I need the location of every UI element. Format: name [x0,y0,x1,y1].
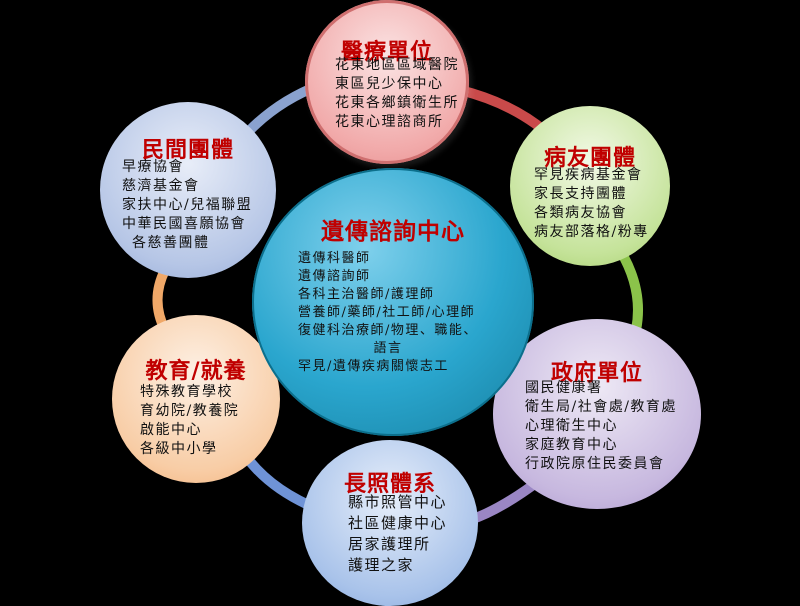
list-item: 居家護理所 [348,535,431,553]
list-item: 國民健康署 [525,380,603,396]
list-item: 護理之家 [348,556,415,574]
list-item: 罕見疾病基金會 [534,167,643,183]
list-item: 罕見/遺傳疾病關懷志工 [298,359,449,374]
node-title: 長照體系 [343,471,436,497]
list-item: 花東心理諮商所 [335,114,444,130]
list-item: 特殊教育學校 [140,384,233,400]
list-item: 社區健康中心 [348,514,448,532]
node-title: 政府單位 [550,360,643,386]
list-item: 早療協會 [122,159,184,175]
list-item: 各慈善團體 [132,235,210,251]
center-item-list: 遺傳科醫師 遺傳諮詢師 各科主治醫師/護理師 營養師/藥師/社工師/心理師 復健… [298,250,478,376]
list-item: 啟能中心 [140,422,202,438]
node-title: 病友團體 [543,145,636,171]
list-item: 家扶中心/兒福聯盟 [122,197,253,213]
node-item-list: 縣市照管中心 社區健康中心 居家護理所 護理之家 [348,492,447,576]
list-item: 家長支持團體 [534,186,627,202]
node-patient-groups: 病友團體 罕見疾病基金會 家長支持團體 各類病友協會 病友部落格/粉專 [510,106,670,266]
list-item: 遺傳諮詢師 [298,269,371,284]
list-item: 復健科治療師/物理、職能、 [298,323,478,338]
node-item-list: 花東地區區域醫院 東區兒少保中心 花東各鄉鎮衛生所 花東心理諮商所 [335,56,459,132]
list-item: 各科主治醫師/護理師 [298,287,435,302]
list-item: 中華民國喜願協會 [122,216,246,232]
node-government-units: 政府單位 國民健康署 衛生局/社會處/教育處 心理衛生中心 家庭教育中心 行政院… [493,319,701,509]
node-title: 教育/就養 [145,358,247,384]
node-genetic-counseling-center: 遺傳諮詢中心 遺傳科醫師 遺傳諮詢師 各科主治醫師/護理師 營養師/藥師/社工師… [252,168,534,436]
node-medical-units: 醫療單位 花東地區區域醫院 東區兒少保中心 花東各鄉鎮衛生所 花東心理諮商所 [305,0,469,164]
list-item: 病友部落格/粉專 [534,224,649,240]
list-item: 行政院原住民委員會 [525,456,665,472]
list-item: 花東各鄉鎮衛生所 [335,95,459,111]
node-long-term-care: 長照體系 縣市照管中心 社區健康中心 居家護理所 護理之家 [302,440,478,606]
list-item: 各級中小學 [140,441,218,457]
center-title: 遺傳諮詢中心 [321,218,465,245]
list-item: 家庭教育中心 [525,437,618,453]
list-item: 語言 [373,341,403,356]
node-item-list: 特殊教育學校 育幼院/教養院 啟能中心 各級中小學 [140,383,239,459]
node-title: 醫療單位 [340,39,433,65]
node-civil-groups: 民間團體 早療協會 慈濟基金會 家扶中心/兒福聯盟 中華民國喜願協會 各慈善團體 [100,102,276,278]
list-item: 各類病友協會 [534,205,627,221]
list-item: 心理衛生中心 [525,418,618,434]
list-item: 東區兒少保中心 [335,76,444,92]
node-item-list: 早療協會 慈濟基金會 家扶中心/兒福聯盟 中華民國喜願協會 各慈善團體 [122,158,252,253]
node-education: 教育/就養 特殊教育學校 育幼院/教養院 啟能中心 各級中小學 [112,315,280,483]
node-item-list: 國民健康署 衛生局/社會處/教育處 心理衛生中心 家庭教育中心 行政院原住民委員… [525,379,677,474]
list-item: 遺傳科醫師 [298,251,371,266]
list-item: 縣市照管中心 [348,493,448,511]
node-title: 民間團體 [141,137,234,163]
list-item: 營養師/藥師/社工師/心理師 [298,305,476,320]
list-item: 慈濟基金會 [122,178,200,194]
list-item: 花東地區區域醫院 [335,57,459,73]
node-item-list: 罕見疾病基金會 家長支持團體 各類病友協會 病友部落格/粉專 [534,166,649,242]
list-item: 育幼院/教養院 [140,403,240,419]
list-item: 衛生局/社會處/教育處 [525,399,677,415]
